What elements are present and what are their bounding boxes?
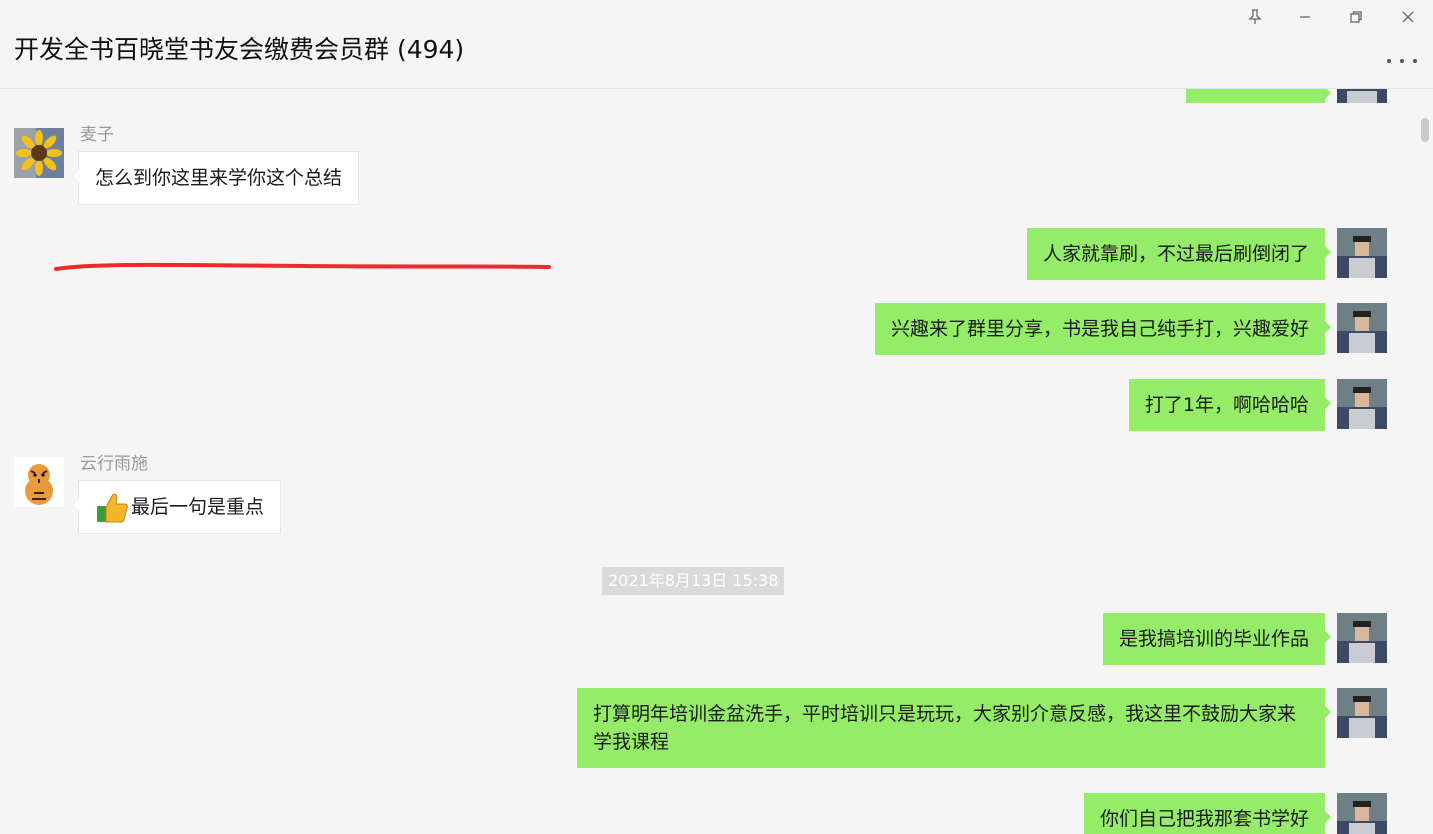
restore-icon <box>1350 11 1362 23</box>
sender-name: 云行雨施 <box>80 454 148 474</box>
my-avatar[interactable] <box>1337 228 1387 278</box>
my-avatar[interactable] <box>1337 793 1387 834</box>
message-bubble[interactable]: 打了1年，啊哈哈哈 <box>1128 379 1332 431</box>
message-bubble[interactable]: 怎么到你这里来学你这个总结 <box>72 151 360 205</box>
message-bubble[interactable]: 打算明年培训金盆洗手，平时培训只是玩玩，大家别介意反感，我这里不鼓励大家来学我课… <box>577 688 1331 768</box>
pin-icon <box>1248 9 1262 24</box>
close-button[interactable] <box>1393 6 1423 28</box>
message-bubble[interactable]: 是我搞培训的毕业作品 <box>1102 613 1332 665</box>
message-bubble[interactable]: 你们自己把我那套书学好 <box>1083 793 1332 834</box>
minimize-button[interactable] <box>1290 6 1320 28</box>
timestamp-divider: 2021年8月13日 15:38 <box>602 567 785 595</box>
my-avatar[interactable] <box>1337 379 1387 429</box>
scrollbar-thumb[interactable] <box>1421 118 1429 142</box>
avatar-maizi[interactable] <box>14 128 64 178</box>
more-icon <box>1387 59 1391 63</box>
my-avatar[interactable] <box>1337 303 1387 353</box>
minimize-icon <box>1300 16 1310 18</box>
sender-name: 麦子 <box>80 125 114 145</box>
thumbs-up-icon <box>97 493 128 523</box>
chat-title: 开发全书百晓堂书友会缴费会员群 (494) <box>14 35 465 64</box>
message-bubble[interactable]: 兴趣来了群里分享，书是我自己纯手打，兴趣爱好 <box>874 303 1332 355</box>
pin-button[interactable] <box>1240 6 1270 28</box>
red-annotation-line <box>54 262 551 271</box>
my-avatar[interactable] <box>1337 688 1387 738</box>
restore-button[interactable] <box>1341 6 1371 28</box>
close-icon <box>1402 11 1414 23</box>
message-text: 最后一句是重点 <box>131 496 265 518</box>
my-avatar[interactable] <box>1337 89 1387 103</box>
message-bubble[interactable]: 人家就靠刷，不过最后刷倒闭了 <box>1026 228 1332 280</box>
chat-message-list[interactable]: 麦子 怎么到你这里来学你这个总结 人家就靠刷，不过最后刷倒闭了 兴趣来了群里分享… <box>0 89 1433 834</box>
message-bubble[interactable]: 最后一句是重点 <box>72 480 282 534</box>
more-button[interactable] <box>1387 54 1417 68</box>
avatar-yunxingyushi[interactable] <box>14 457 64 507</box>
chat-header: 开发全书百晓堂书友会缴费会员群 (494) <box>0 0 1433 89</box>
message-bubble-partial[interactable] <box>1186 89 1331 103</box>
my-avatar[interactable] <box>1337 613 1387 663</box>
